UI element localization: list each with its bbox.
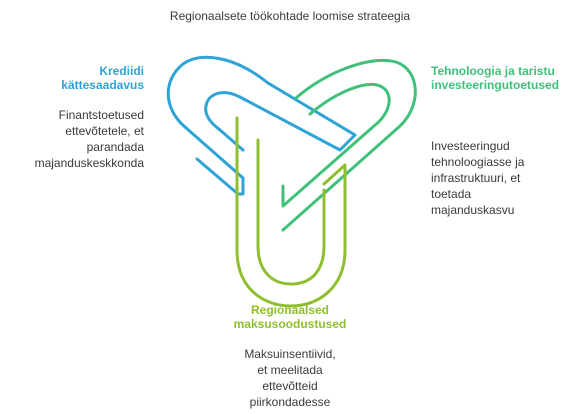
tech-loop-inner	[281, 82, 391, 208]
tax-description-line: ettevõtteid	[262, 379, 318, 393]
tax-heading: Regionaalsed maksusoodustused	[190, 303, 390, 331]
tech-heading-line: investeeringutoetused	[431, 78, 560, 92]
credit-description-line: ettevõtetele, et	[65, 124, 144, 138]
tech-description: Investeeringud tehnoloogiasse ja infrast…	[431, 138, 577, 218]
diagram-title: Regionaalsete töökohtade loomise stratee…	[169, 9, 411, 23]
tech-loop-outer	[281, 58, 417, 232]
tax-loop	[235, 116, 347, 308]
tech-description-line: tehnoloogiasse ja	[431, 155, 525, 169]
credit-heading-line: Krediidi	[99, 64, 144, 78]
tax-loop-inner	[256, 138, 326, 286]
tech-description-line: infrastruktuuri, et	[431, 171, 521, 185]
credit-loop-outer	[166, 55, 270, 196]
tax-description-line: Maksuinsentiivid,	[244, 347, 336, 361]
credit-heading-line: kättesaadavus	[61, 78, 144, 92]
tax-loop-outer	[235, 116, 347, 308]
tech-loop	[281, 58, 417, 232]
credit-heading: Krediidi kättesaadavus	[20, 64, 144, 92]
credit-description-line: majanduskeskkonda	[34, 156, 144, 170]
tax-description-line: et meelitada	[257, 363, 323, 377]
tech-description-line: Investeeringud	[431, 139, 510, 153]
credit-loop	[166, 55, 357, 196]
tech-heading-line: Tehnoloogia ja taristu	[431, 64, 555, 78]
tax-description: Maksuinsentiivid, et meelitada ettevõtte…	[190, 346, 390, 410]
tech-description-line: majanduskasvu	[431, 203, 515, 217]
tax-description-line: piirkondadesse	[249, 395, 331, 409]
credit-description-line: Finantstoetused	[58, 108, 144, 122]
credit-description: Finantstoetused ettevõtetele, et paranda…	[0, 107, 144, 171]
credit-loop-inner	[204, 81, 357, 152]
credit-description-line: parandada	[86, 140, 144, 154]
tax-heading-line: maksusoodustused	[233, 317, 347, 331]
tech-description-line: toetada	[431, 187, 472, 201]
tax-heading-line: Regionaalsed	[250, 303, 330, 317]
tech-heading: Tehnoloogia ja taristu investeeringutoet…	[431, 64, 577, 92]
